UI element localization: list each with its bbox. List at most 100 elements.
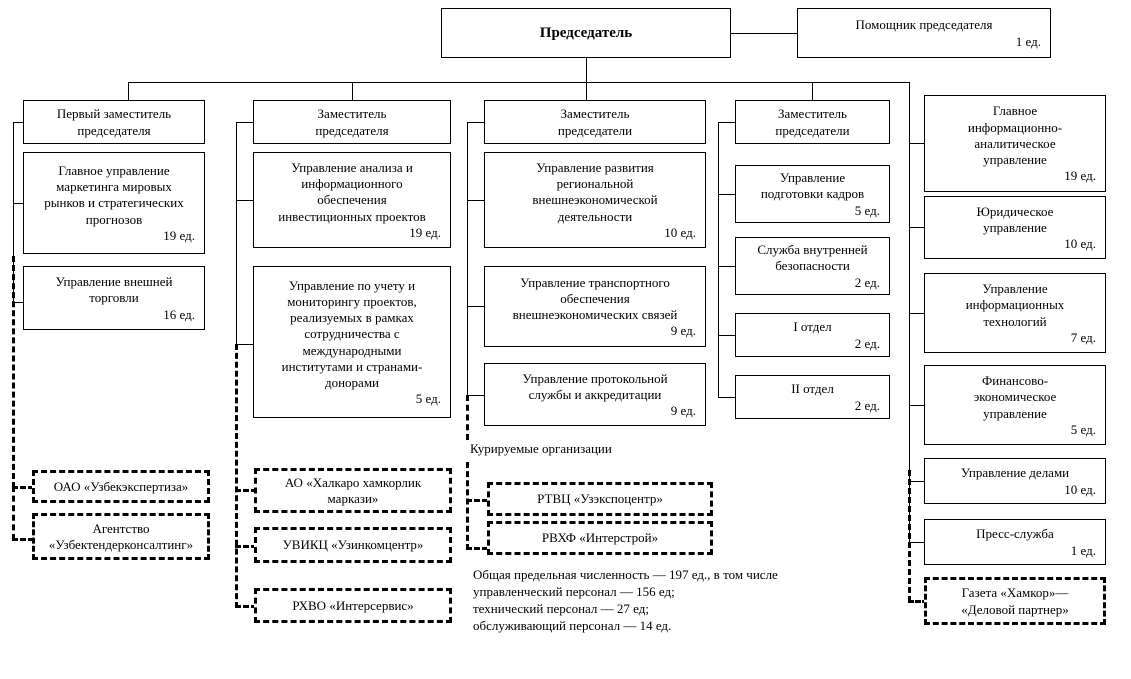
node-col3-unit-0-units: 10 ед. xyxy=(664,224,696,240)
connector-col1-stub-head xyxy=(13,122,23,123)
connector-col5-stub-0 xyxy=(909,143,924,144)
node-col5-supervised-0[interactable]: Газета «Хамкор»— «Деловой партнер» xyxy=(924,577,1106,625)
node-col2-supervised-2[interactable]: РХВО «Интерсервис» xyxy=(254,588,452,623)
connector-col3-dashed-spine xyxy=(466,462,469,550)
node-col3-supervised-1[interactable]: РВХФ «Интерстрой» xyxy=(487,521,713,555)
connector-col2-dashed-stub-1 xyxy=(235,545,257,548)
node-col4-head-title: Заместитель председатели xyxy=(775,106,850,138)
node-col2-unit-1[interactable]: Управление по учету и мониторингу проект… xyxy=(253,266,451,418)
node-col2-supervised-1[interactable]: УВИКЦ «Узинкомцентр» xyxy=(254,527,452,563)
connector-drop-col5 xyxy=(909,82,910,100)
node-col5-supervised-0-title: Газета «Хамкор»— «Деловой партнер» xyxy=(961,585,1069,617)
node-col1-unit-1[interactable]: Управление внешней торговли 16 ед. xyxy=(23,266,205,330)
connector-col5-stub-1 xyxy=(909,227,924,228)
node-col2-unit-0[interactable]: Управление анализа и информационного обе… xyxy=(253,152,451,248)
node-col5-unit-5-units: 1 ед. xyxy=(1070,542,1096,558)
node-col3-supervised-1-title: РВХФ «Интерстрой» xyxy=(541,530,659,546)
node-col3-unit-1[interactable]: Управление транспортного обеспечения вне… xyxy=(484,266,706,347)
node-col5-unit-5[interactable]: Пресс-служба 1 ед. xyxy=(924,519,1106,565)
node-col4-unit-1[interactable]: Служба внутренней безопасности 2 ед. xyxy=(735,237,890,295)
node-col3-head-title: Заместитель председатели xyxy=(557,106,633,138)
node-col3-unit-0-title: Управление развития региональной внешнеэ… xyxy=(532,159,658,224)
node-col1-supervised-1[interactable]: Агентство «Узбектендерконсалтинг» xyxy=(32,513,210,560)
connector-col1-dashed-spine-2 xyxy=(12,486,15,540)
node-col4-unit-1-title: Служба внутренней безопасности xyxy=(757,242,868,274)
node-col5-unit-3[interactable]: Финансово- экономическое управление 5 ед… xyxy=(924,365,1106,445)
node-col4-unit-2-units: 2 ед. xyxy=(854,335,880,351)
node-col3-unit-2-title: Управление протокольной службы и аккреди… xyxy=(522,370,668,402)
node-col2-supervised-1-title: УВИКЦ «Узинкомцентр» xyxy=(282,537,424,553)
node-col4-unit-2[interactable]: I отдел 2 ед. xyxy=(735,313,890,357)
node-col4-unit-0-title: Управление подготовки кадров xyxy=(760,170,865,202)
node-chairman-title: Председатель xyxy=(539,25,633,42)
node-col1-head[interactable]: Первый заместитель председателя xyxy=(23,100,205,144)
node-col5-unit-0[interactable]: Главное информационно- аналитическое упр… xyxy=(924,95,1106,192)
node-col1-unit-0-title: Главное управление маркетинга мировых ры… xyxy=(44,162,184,227)
connector-drop-col2 xyxy=(352,82,353,100)
connector-drop-col4 xyxy=(812,82,813,100)
node-col5-unit-4-title: Управление делами xyxy=(960,465,1070,481)
node-col2-head[interactable]: Заместитель председателя xyxy=(253,100,451,144)
connector-col3-stub-1 xyxy=(467,306,484,307)
node-assistant-chairman-units: 1 ед. xyxy=(1015,33,1041,49)
node-col2-supervised-2-title: РХВО «Интерсервис» xyxy=(292,597,414,613)
node-col1-supervised-0-title: ОАО «Узбекэкспертиза» xyxy=(53,478,189,494)
node-col2-unit-1-units: 5 ед. xyxy=(415,391,441,407)
node-col3-unit-2-units: 9 ед. xyxy=(670,403,696,419)
node-col1-unit-0[interactable]: Главное управление маркетинга мировых ры… xyxy=(23,152,205,254)
node-col5-unit-0-title: Главное информационно- аналитическое упр… xyxy=(967,103,1063,168)
node-col3-unit-2[interactable]: Управление протокольной службы и аккреди… xyxy=(484,363,706,426)
node-col4-head[interactable]: Заместитель председатели xyxy=(735,100,890,144)
node-col2-unit-1-title: Управление по учету и мониторингу проект… xyxy=(281,277,423,391)
connector-col5-stub-3 xyxy=(909,405,924,406)
connector-col3-dashed-spine-top xyxy=(466,395,469,440)
node-chairman[interactable]: Председатель xyxy=(441,8,731,58)
node-col3-unit-1-title: Управление транспортного обеспечения вне… xyxy=(512,274,678,323)
connector-col2-spine xyxy=(236,122,237,346)
connector-col2-dashed-stub-0 xyxy=(235,489,257,492)
node-assistant-chairman[interactable]: Помощник председателя 1 ед. xyxy=(797,8,1051,58)
connector-col4-spine xyxy=(718,122,719,397)
node-col2-supervised-0[interactable]: АО «Халкаро хамкорлик маркази» xyxy=(254,468,452,513)
connector-col5-stub-5 xyxy=(909,542,924,543)
node-col1-supervised-1-title: Агентство «Узбектендерконсалтинг» xyxy=(48,520,194,552)
node-col4-unit-0[interactable]: Управление подготовки кадров 5 ед. xyxy=(735,165,890,223)
connector-col5-spine xyxy=(909,95,910,545)
summary-text: Общая предельная численность — 197 ед., … xyxy=(473,567,778,634)
node-col5-unit-2-title: Управление информационных технологий xyxy=(965,281,1065,329)
node-col3-head[interactable]: Заместитель председатели xyxy=(484,100,706,144)
connector-col1-dashed-spine xyxy=(12,256,15,488)
node-col5-unit-4[interactable]: Управление делами 10 ед. xyxy=(924,458,1106,504)
node-col5-unit-5-title: Пресс-служба xyxy=(976,526,1054,542)
node-col4-unit-3[interactable]: II отдел 2 ед. xyxy=(735,375,890,419)
connector-drop-col3 xyxy=(586,82,587,100)
connector-col2-stub-head xyxy=(236,122,253,123)
connector-col4-stub-head xyxy=(718,122,735,123)
connector-col3-dashed-stub-1 xyxy=(466,547,488,550)
node-col2-supervised-0-title: АО «Халкаро хамкорлик маркази» xyxy=(284,474,422,506)
connector-col1-spine xyxy=(13,122,14,302)
node-col5-unit-3-units: 5 ед. xyxy=(1070,421,1096,437)
connector-col5-stub-4 xyxy=(909,481,924,482)
connector-chairman-assistant xyxy=(731,33,797,34)
node-col4-unit-2-title: I отдел xyxy=(793,319,832,335)
connector-col3-dashed-stub-0 xyxy=(466,499,488,502)
connector-col4-stub-3 xyxy=(718,397,735,398)
connector-chairman-stem xyxy=(586,58,587,82)
connector-col3-stub-head xyxy=(467,122,484,123)
node-col5-unit-2[interactable]: Управление информационных технологий 7 е… xyxy=(924,273,1106,353)
node-col5-unit-1[interactable]: Юридическое управление 10 ед. xyxy=(924,196,1106,259)
connector-col5-dashed-spine xyxy=(908,470,911,602)
node-col3-supervised-0-title: РТВЦ «Узэкспоцентр» xyxy=(537,491,663,507)
node-col3-supervised-0[interactable]: РТВЦ «Узэкспоцентр» xyxy=(487,482,713,516)
connector-drop-col1 xyxy=(128,82,129,100)
connector-col4-stub-0 xyxy=(718,194,735,195)
node-col5-unit-3-title: Финансово- экономическое управление xyxy=(973,373,1057,421)
connector-col3-stub-0 xyxy=(467,200,484,201)
node-col5-unit-1-title: Юридическое управление xyxy=(976,203,1054,235)
connector-col1-dashed-stub-0 xyxy=(12,486,34,489)
node-col1-supervised-0[interactable]: ОАО «Узбекэкспертиза» xyxy=(32,470,210,503)
connector-col5-dashed-stub-0 xyxy=(908,600,928,603)
connector-main-bus xyxy=(128,82,910,83)
node-col3-unit-0[interactable]: Управление развития региональной внешнеэ… xyxy=(484,152,706,248)
